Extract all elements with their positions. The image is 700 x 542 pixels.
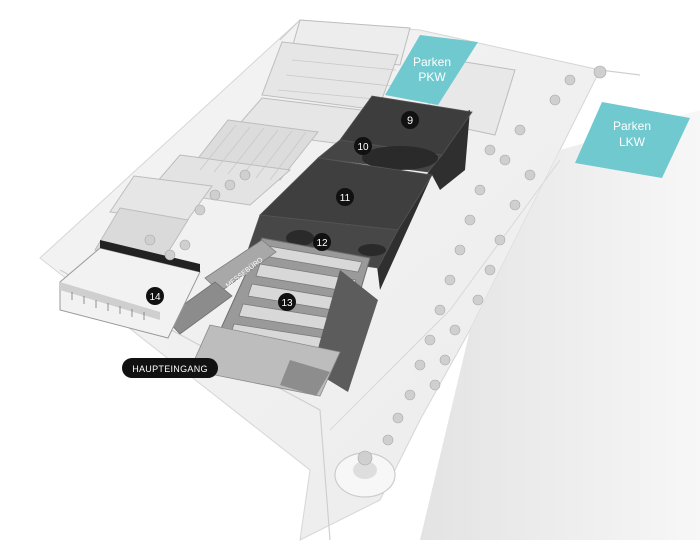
- hall-14-building: [59, 240, 201, 339]
- dark-halls: [247, 95, 473, 290]
- hall-marker-13[interactable]: 13: [278, 293, 296, 311]
- hall-marker-14-label: 14: [149, 292, 161, 303]
- parking-lkw[interactable]: Parken LKW: [575, 102, 690, 178]
- trees: [144, 65, 607, 466]
- hall-marker-9-label: 9: [407, 115, 413, 127]
- parking-lkw-line1: Parken: [613, 119, 651, 133]
- light-buildings: [94, 19, 516, 263]
- road-edge: [329, 159, 561, 431]
- main-entrance-label[interactable]: HAUPTEINGANG: [122, 358, 218, 378]
- roof-texture: [199, 59, 397, 181]
- hall-13-building: [189, 237, 378, 397]
- parking-pkw[interactable]: Parken PKW: [385, 35, 478, 105]
- hall-marker-12[interactable]: 12: [313, 233, 331, 251]
- hall-marker-9[interactable]: 9: [401, 111, 419, 129]
- roundabout-island: [353, 461, 377, 479]
- hall-marker-10[interactable]: 10: [354, 137, 372, 155]
- hall-marker-13-label: 13: [281, 298, 293, 309]
- hall-marker-10-label: 10: [357, 142, 369, 153]
- parking-pkw-line2: PKW: [418, 70, 446, 84]
- hall-marker-11-label: 11: [340, 193, 351, 204]
- parking-lkw-line2: LKW: [619, 135, 646, 149]
- hall-marker-11[interactable]: 11: [336, 188, 354, 206]
- terrain-shadow: [420, 110, 700, 540]
- parking-pkw-line1: Parken: [413, 55, 451, 69]
- hall-marker-12-label: 12: [316, 238, 328, 249]
- hall-marker-14[interactable]: 14: [146, 287, 164, 305]
- main-entrance-text: HAUPTEINGANG: [132, 364, 208, 374]
